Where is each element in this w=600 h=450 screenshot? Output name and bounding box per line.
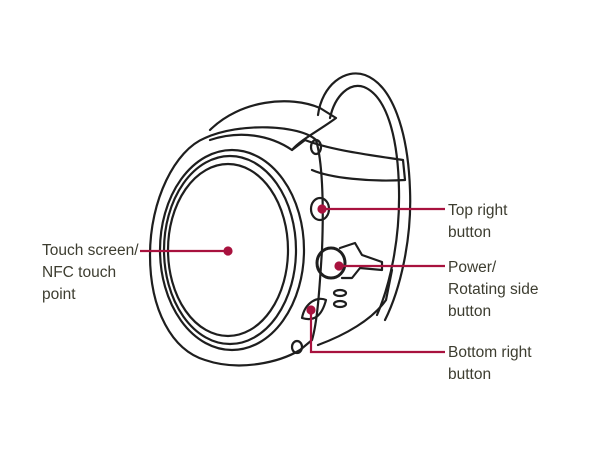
label-line: Power/ xyxy=(448,259,497,276)
label-line: Bottom right xyxy=(448,344,532,361)
label-line: Rotating side xyxy=(448,281,539,298)
label-touch-screen: Touch screen/ NFC touch point xyxy=(42,240,139,306)
label-line: NFC touch xyxy=(42,264,117,281)
label-line: button xyxy=(448,303,492,320)
label-line: point xyxy=(42,286,76,303)
label-line: button xyxy=(448,224,492,241)
label-top-right-button: Top right button xyxy=(448,200,507,244)
strap-top xyxy=(208,100,338,152)
label-bottom-right-button: Bottom right button xyxy=(448,342,532,386)
label-line: Touch screen/ xyxy=(42,242,139,259)
label-line: Top right xyxy=(448,202,508,219)
label-line: button xyxy=(448,366,492,383)
strap-back xyxy=(316,72,412,322)
callout-line-bottom-right xyxy=(309,310,445,354)
callout-dot-touch xyxy=(223,246,233,256)
label-power-button: Power/ Rotating side button xyxy=(448,257,538,323)
rotating-crown xyxy=(315,246,347,280)
